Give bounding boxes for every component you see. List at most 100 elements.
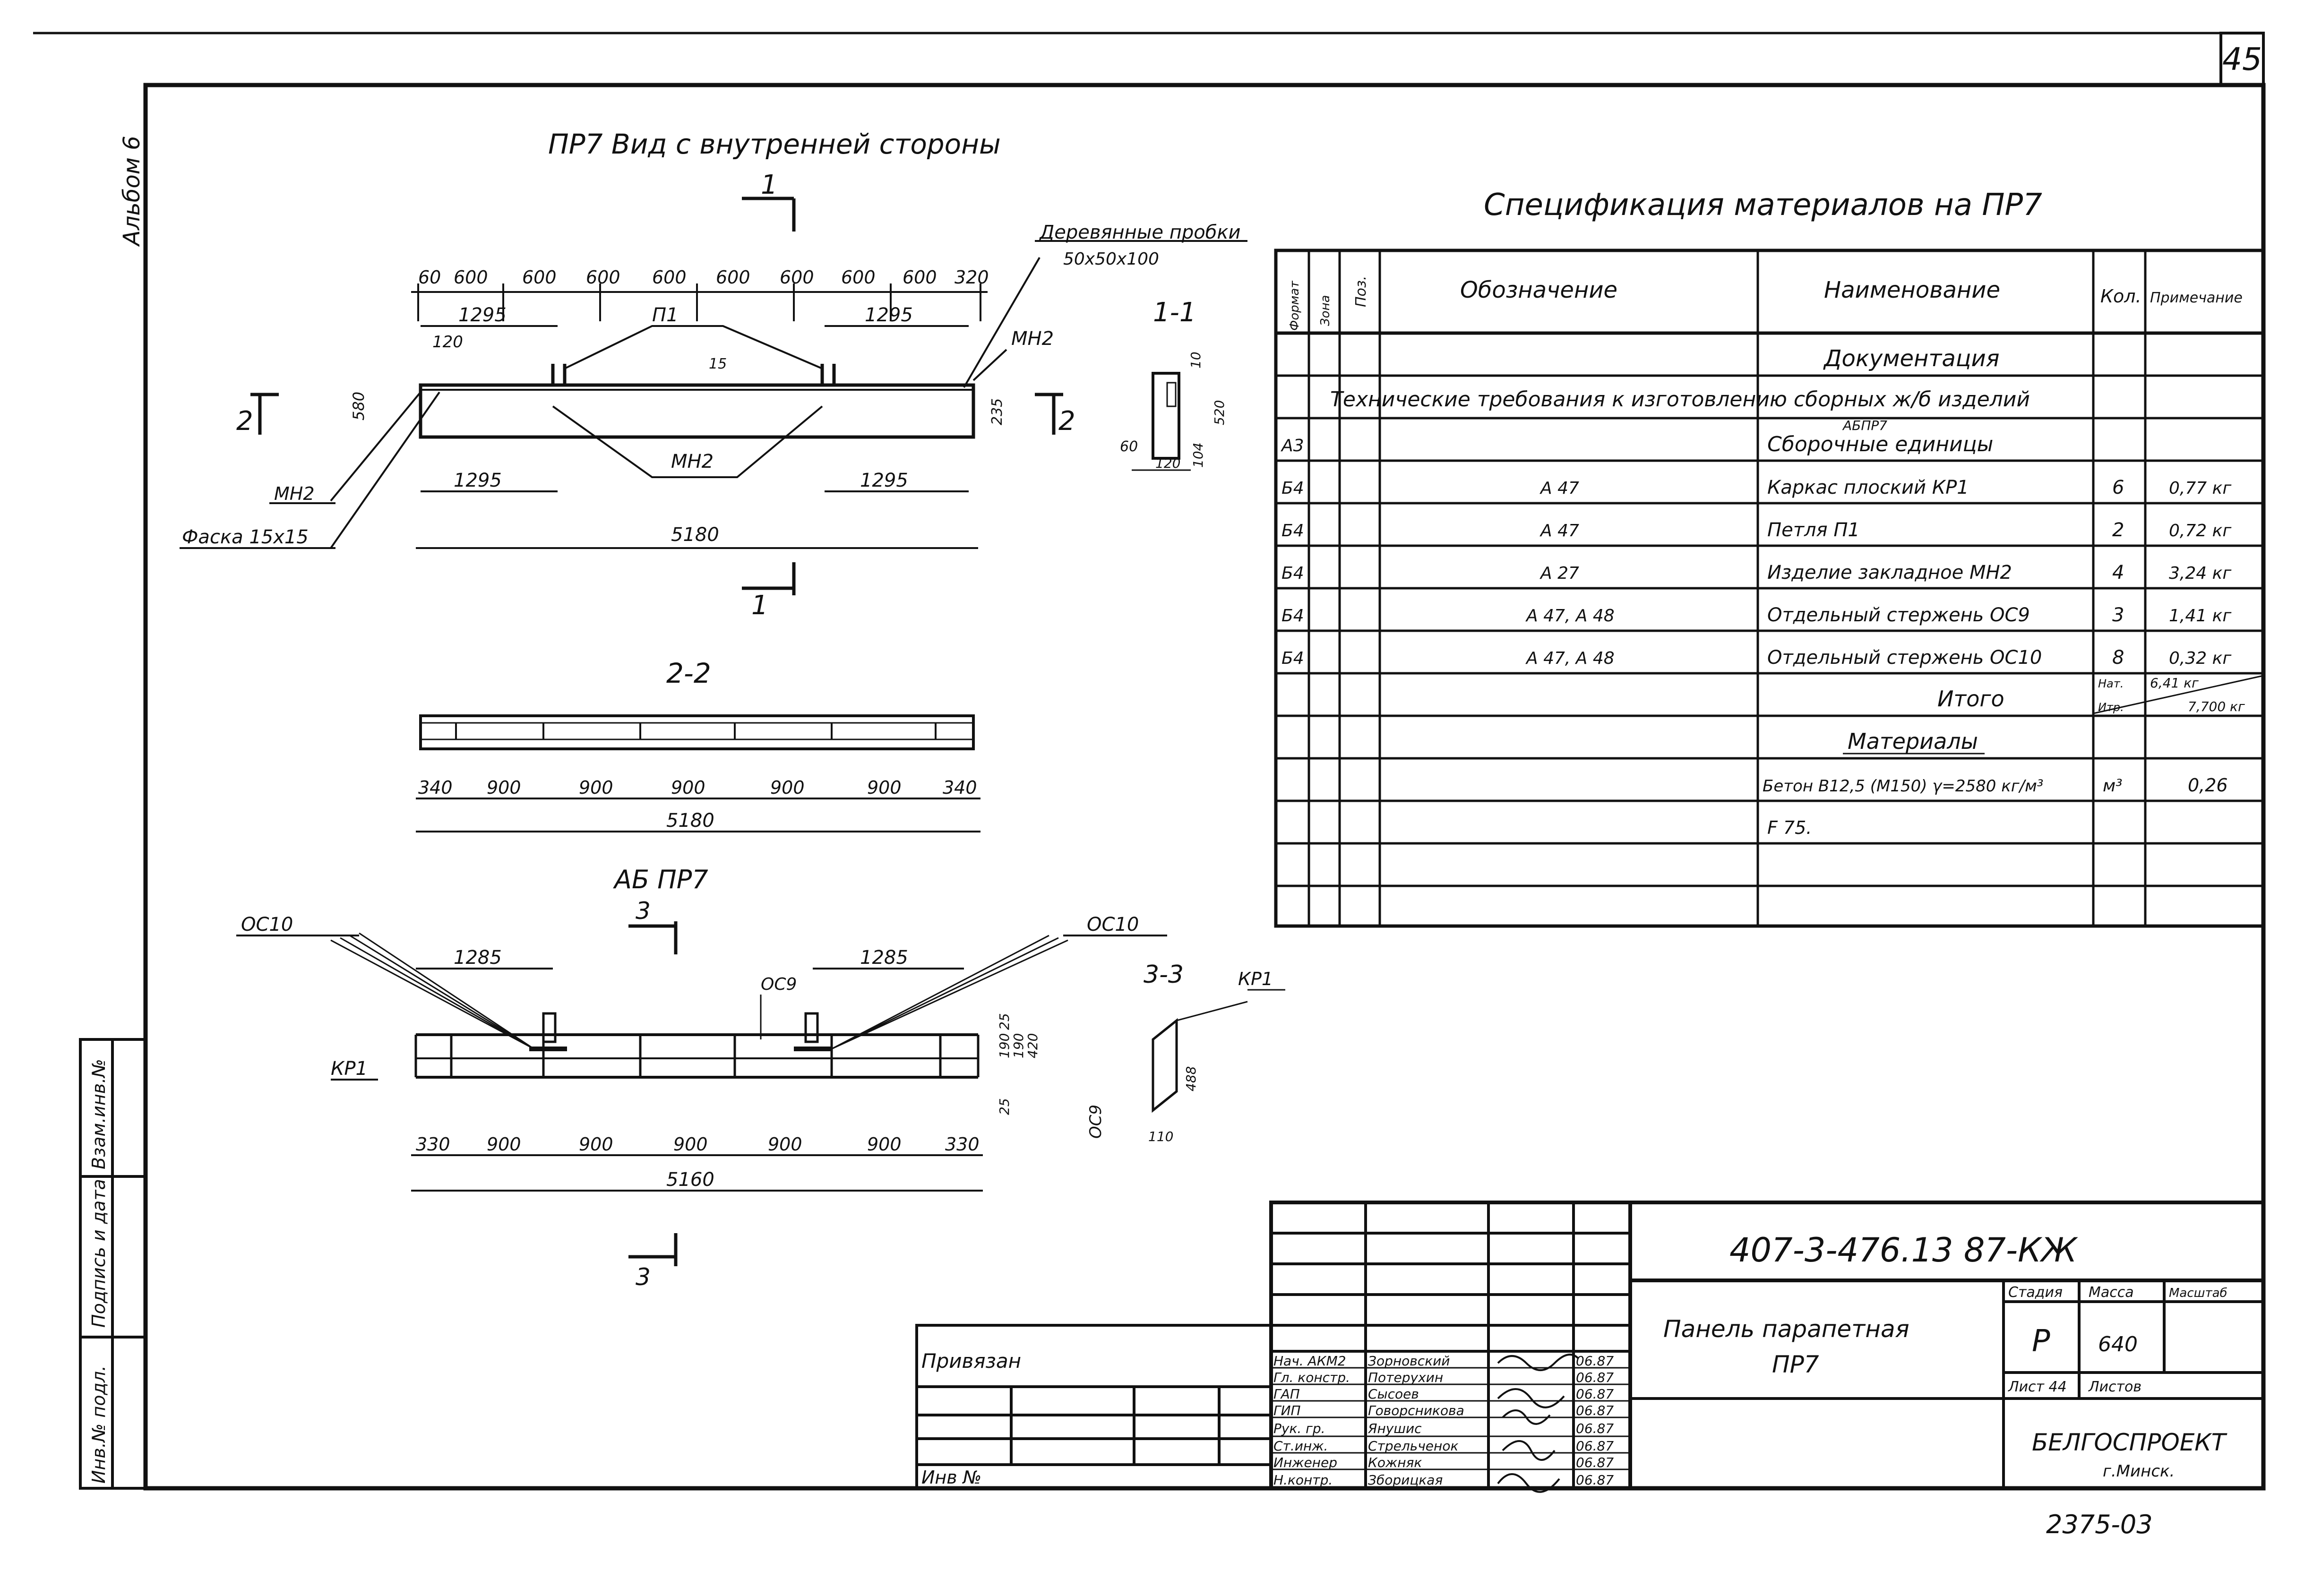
spec-row-7-note: 1,41 кг bbox=[2169, 606, 2232, 626]
ab-side-190a: 190 bbox=[997, 1033, 1012, 1058]
ab-side-25a: 25 bbox=[997, 1013, 1012, 1030]
spec-row-docs: Документация bbox=[1823, 345, 2000, 372]
top-dim-line bbox=[411, 283, 988, 321]
spec-total-diagonal bbox=[2093, 675, 2264, 714]
footer-code: 2375-03 bbox=[2046, 1510, 2153, 1539]
label-p1: П1 bbox=[652, 304, 679, 326]
label-os9-ab: ОС9 bbox=[761, 975, 797, 994]
signer-date-1: 06.87 bbox=[1576, 1353, 1614, 1369]
spec-row-5-note: 0,72 кг bbox=[2169, 521, 2232, 541]
spec-total-qty-top: Нат. bbox=[2098, 677, 2124, 690]
spec-header-designation: Обозначение bbox=[1460, 277, 1617, 303]
sec-dim-60: 60 bbox=[1120, 438, 1138, 455]
dim-600-h: 600 bbox=[903, 267, 937, 288]
signer-name-7: Кожняк bbox=[1368, 1455, 1422, 1470]
signer-role-8: Н.контр. bbox=[1273, 1472, 1333, 1488]
wood-plugs-leader bbox=[963, 257, 1041, 388]
label-os10-right: ОС10 bbox=[1087, 914, 1139, 935]
cut-mark-3-top bbox=[628, 921, 678, 954]
signer-role-5: Рук. гр. bbox=[1273, 1421, 1325, 1436]
spec-row-7-name: Отдельный стержень ОС9 bbox=[1767, 604, 2030, 626]
attached-block bbox=[915, 1324, 1273, 1490]
left-column bbox=[79, 1038, 147, 1490]
panel-title-1: Панель парапетная bbox=[1663, 1315, 1909, 1343]
dim-1295-right: 1295 bbox=[865, 304, 913, 326]
top-dims: 60 600 600 600 600 600 600 600 600 320 bbox=[418, 267, 989, 288]
cut-mark-2 bbox=[250, 393, 1063, 435]
signer-role-1: Нач. АКМ2 bbox=[1273, 1353, 1346, 1369]
label-mn2-bottom: МН2 bbox=[671, 451, 714, 472]
ab-dim-900-c: 900 bbox=[673, 1134, 708, 1155]
spec-row-8-note: 0,32 кг bbox=[2169, 649, 2232, 668]
inv-label: Инв № bbox=[921, 1467, 981, 1488]
spec-header-name: Наименование bbox=[1824, 277, 2000, 303]
signer-name-5: Янушис bbox=[1367, 1421, 1422, 1436]
main-view-title: ПР7 Вид с внутренней стороны bbox=[548, 128, 1001, 160]
dim-33-110: 110 bbox=[1148, 1129, 1173, 1144]
signer-name-3: Сысоев bbox=[1368, 1386, 1419, 1402]
spec-row-5-des: А 47 bbox=[1539, 521, 1579, 541]
mass-label: Масса bbox=[2089, 1284, 2134, 1301]
spec-header-note: Примечание bbox=[2150, 290, 2243, 306]
ab-frame bbox=[330, 932, 1068, 1079]
dim-1295-left: 1295 bbox=[458, 304, 507, 326]
dim22-900-a: 900 bbox=[487, 777, 521, 798]
dim-33-488: 488 bbox=[1183, 1066, 1199, 1091]
signer-date-7: 06.87 bbox=[1576, 1455, 1614, 1470]
signer-date-2: 06.87 bbox=[1576, 1370, 1614, 1385]
sheet-label: Лист 44 bbox=[2008, 1379, 2067, 1395]
dims-22: 340 900 900 900 900 900 340 bbox=[418, 777, 977, 798]
label-chamfer: Фаска 15x15 bbox=[182, 526, 309, 548]
spec-row-4-fmt: Б4 bbox=[1281, 479, 1304, 498]
section-1-1 bbox=[1132, 372, 1191, 471]
ab-side-dims: 25 190 190 420 25 bbox=[997, 1013, 1041, 1115]
ab-dim-330-b: 330 bbox=[945, 1134, 980, 1155]
org-name: БЕЛГОСПРОЕКТ bbox=[2032, 1429, 2227, 1456]
dim-1295-bottom-left: 1295 bbox=[454, 470, 502, 491]
label-kr1-ab: КР1 bbox=[331, 1058, 368, 1080]
label-mn2-right: МН2 bbox=[1011, 328, 1054, 350]
signer-date-3: 06.87 bbox=[1576, 1386, 1614, 1402]
section-3-3-title: 3-3 bbox=[1144, 961, 1184, 989]
dim-600-d: 600 bbox=[652, 267, 687, 288]
sec-dim-10: 10 bbox=[1188, 352, 1204, 369]
spec-row-8-fmt: Б4 bbox=[1281, 649, 1304, 668]
signer-role-4: ГИП bbox=[1273, 1403, 1301, 1418]
spec-row-6-fmt: Б4 bbox=[1281, 564, 1304, 583]
ab-bottom-dims: 330 900 900 900 900 900 330 bbox=[416, 1134, 980, 1155]
signer-role-7: Инженер bbox=[1273, 1455, 1337, 1470]
section-2-2-title: 2-2 bbox=[666, 657, 711, 689]
ab-dim-330-a: 330 bbox=[416, 1134, 450, 1155]
ab-side-420: 420 bbox=[1025, 1033, 1041, 1058]
spec-row-5-fmt: Б4 bbox=[1281, 521, 1304, 541]
spec-row-6-note: 3,24 кг bbox=[2169, 564, 2232, 583]
spec-row-6-des: А 27 bbox=[1539, 564, 1579, 583]
spec-total-note-bottom: 7,700 кг bbox=[2188, 699, 2245, 714]
spec-row-concrete-name: Бетон В12,5 (М150) γ=2580 кг/м³ bbox=[1763, 777, 2043, 796]
signer-date-6: 06.87 bbox=[1576, 1438, 1614, 1454]
label-mn2-left: МН2 bbox=[274, 483, 315, 504]
label-os9-33: ОС9 bbox=[1086, 1105, 1105, 1139]
attached-label: Привязан bbox=[921, 1349, 1021, 1373]
section-1-1-title: 1-1 bbox=[1153, 297, 1196, 328]
spec-row-5-qty: 2 bbox=[2112, 519, 2124, 541]
spec-row-8-name: Отдельный стержень ОС10 bbox=[1767, 647, 2042, 669]
stage-label: Стадия bbox=[2008, 1284, 2063, 1301]
ab-dim-1285-right: 1285 bbox=[860, 947, 908, 969]
signer-name-2: Потерухин bbox=[1368, 1370, 1443, 1385]
spec-row-7-des: А 47, А 48 bbox=[1525, 606, 1615, 626]
ab-dim-overall: 5160 bbox=[666, 1169, 714, 1191]
spec-header-zone: Зона bbox=[1318, 295, 1333, 326]
mn2-right-leader bbox=[972, 349, 1007, 381]
dim-235: 235 bbox=[989, 398, 1006, 425]
sheets-label: Листов bbox=[2088, 1379, 2141, 1395]
dim-600-f: 600 bbox=[780, 267, 814, 288]
panel-title-2: ПР7 bbox=[1772, 1351, 1819, 1378]
label-wood-plugs-size: 50x50x100 bbox=[1063, 249, 1159, 269]
cut-label-3-top: 3 bbox=[636, 897, 651, 925]
spec-header-format: Формат bbox=[1288, 281, 1302, 331]
spec-row-8-qty: 8 bbox=[2112, 647, 2124, 669]
sheet-number: 45 bbox=[2222, 41, 2262, 77]
ab-dim-1285-left: 1285 bbox=[454, 947, 502, 969]
sec-dim-120: 120 bbox=[1155, 455, 1180, 471]
